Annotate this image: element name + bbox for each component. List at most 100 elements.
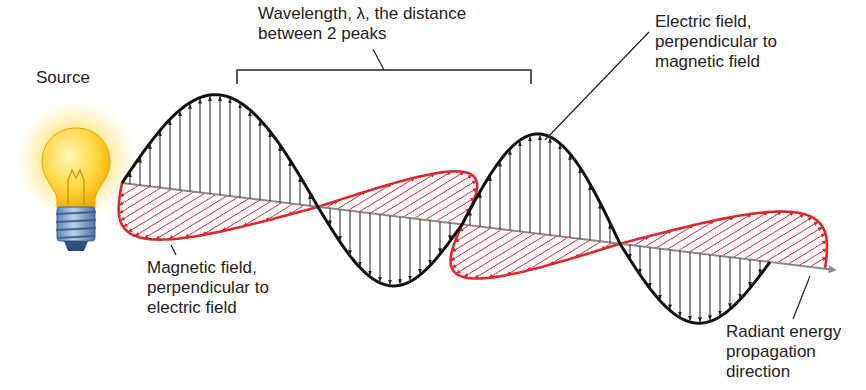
electric-vector [400, 217, 401, 284]
electric-vector [130, 173, 131, 184]
electric-vector [210, 97, 211, 194]
magnetic-vector [392, 172, 464, 216]
electric-vector [750, 260, 751, 287]
electric-vector [610, 224, 611, 242]
electric-vector [540, 136, 541, 234]
magnetic-vector [456, 232, 524, 274]
electric-vector [680, 251, 681, 316]
wavelength-bracket [237, 70, 531, 84]
electric-vector [330, 208, 331, 225]
bulb-filament [68, 170, 84, 205]
electric-vector [140, 158, 141, 185]
magnetic-vector [700, 212, 768, 253]
magnetic-vector [452, 231, 513, 268]
wavelength-label: Wavelength, λ, the distance between 2 pe… [258, 4, 508, 44]
electric-vector [270, 133, 271, 201]
magnetic-vector [144, 194, 216, 238]
electric-vector [150, 145, 151, 187]
electric-vector [670, 250, 671, 309]
bulb-thread [56, 212, 96, 238]
magnetic-vector [135, 193, 205, 236]
electric-wave [122, 95, 770, 323]
electric-vector [690, 252, 691, 320]
bulb-base [57, 207, 95, 241]
electric-vector [480, 193, 481, 227]
electric-vector [600, 204, 601, 241]
electric-vector [710, 255, 711, 320]
electric-vector [410, 218, 411, 280]
electric-vector [220, 96, 221, 194]
magnetic-vector [370, 173, 435, 213]
electric-vector [260, 121, 261, 200]
leader-line [793, 276, 810, 319]
electric-vector [250, 111, 251, 198]
electric-vector [160, 132, 161, 188]
magnetic-vector [733, 214, 804, 257]
leader-line [545, 32, 649, 140]
magnetic-vector [123, 190, 183, 226]
magnetic-vector [799, 249, 827, 266]
magnetic-vector [550, 240, 590, 265]
magnetic-vector [403, 175, 472, 217]
electric-vectors [130, 96, 760, 321]
magnetic-vector [722, 212, 794, 256]
electric-vector [570, 155, 571, 237]
electric-vector [590, 185, 591, 240]
electric-vector [290, 162, 291, 204]
magnetic-vector [119, 188, 161, 214]
electric-vector [420, 219, 421, 273]
electric-vector [380, 214, 381, 281]
electric-vector [510, 150, 511, 230]
field-label: Magnetic field, perpendicular to electri… [147, 258, 282, 318]
leader-line [171, 245, 176, 255]
bulb-tip [64, 241, 88, 251]
magnetic-vector [744, 217, 812, 259]
electric-vector [360, 212, 361, 266]
electric-vector [390, 216, 391, 284]
electric-vector [660, 249, 661, 300]
electric-vector [430, 221, 431, 264]
electric-vector [560, 145, 561, 236]
electric-vector [630, 245, 631, 258]
electric-vector [730, 257, 731, 308]
magnetic-vector [527, 239, 579, 271]
electric-vector [240, 104, 241, 197]
bulb-glass [42, 128, 110, 208]
electric-vector [350, 211, 351, 254]
electric-vector [530, 137, 531, 233]
electric-vector [760, 261, 761, 274]
electric-vector [230, 99, 231, 196]
wave-layer [119, 95, 835, 323]
electric-vector [170, 121, 171, 189]
electric-vector [200, 99, 201, 192]
electric-vector [300, 178, 301, 205]
magnetic-vector [777, 233, 825, 263]
magnetic-vector [119, 186, 150, 205]
direction-label: Radiant energy propagation direction [726, 322, 851, 382]
magnetic-vector [474, 235, 546, 279]
electric-vector [490, 177, 491, 228]
magnetic-vector [120, 189, 172, 221]
magnetic-vector [425, 188, 477, 220]
electric-vector [500, 162, 501, 229]
magnetic-vector [755, 222, 818, 261]
magnetic-vector [348, 184, 392, 211]
electric-vector [450, 223, 451, 240]
magnetic-vector [128, 192, 194, 232]
electric-vector [340, 210, 341, 241]
electric-vector [650, 247, 651, 287]
electric-vector [580, 169, 581, 239]
electric-vector [550, 138, 551, 235]
electric-vector [740, 258, 741, 298]
electric-vector [190, 104, 191, 191]
electric-vector [180, 111, 181, 190]
electric-vector [720, 256, 721, 315]
electric-vector [640, 246, 641, 273]
light-bulb [14, 98, 138, 251]
field-label: Electric field, perpendicular to magneti… [655, 12, 790, 72]
source-label: Source [36, 68, 116, 88]
electric-vector [700, 254, 701, 322]
magnetic-vector [810, 257, 826, 267]
